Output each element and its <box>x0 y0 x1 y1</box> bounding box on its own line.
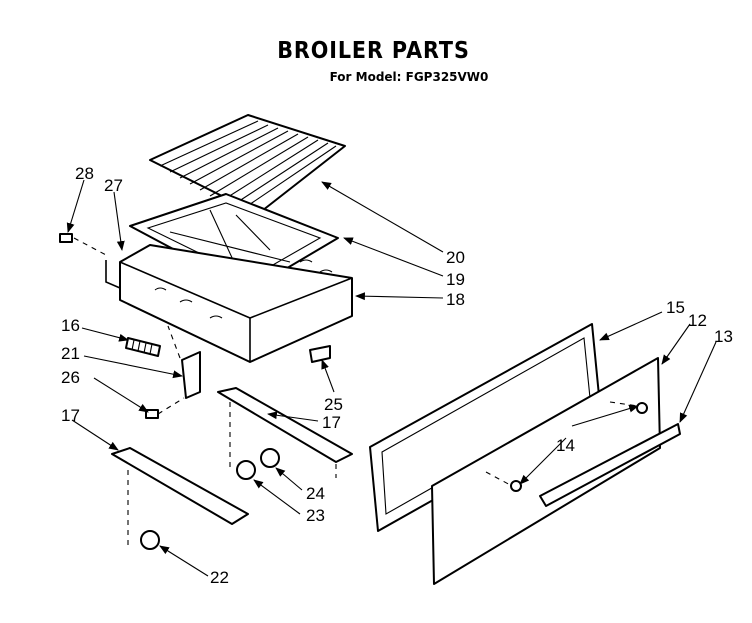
screw-26 <box>145 397 185 419</box>
slide-rail-right <box>217 387 353 478</box>
callout-23: 23 <box>306 506 325 525</box>
latch-21 <box>167 325 201 399</box>
broiler-drawer <box>105 244 353 363</box>
door-outer-panel <box>431 357 661 585</box>
callout-21: 21 <box>61 344 80 363</box>
callout-12: 12 <box>688 311 707 330</box>
slide-rail-left <box>111 447 249 550</box>
callout-24: 24 <box>306 484 325 503</box>
callout-14: 14 <box>556 436 575 455</box>
spring-16 <box>125 337 161 357</box>
leader-lines <box>66 179 717 577</box>
callout-18: 18 <box>446 290 465 309</box>
callout-19: 19 <box>446 270 465 289</box>
callout-15: 15 <box>666 298 685 317</box>
roller-22 <box>140 530 160 550</box>
screw-28 <box>59 233 107 256</box>
callout-20: 20 <box>446 248 465 267</box>
callout-22: 22 <box>210 568 229 587</box>
diagram-title: BROILER PARTS <box>277 38 470 64</box>
diagram-subtitle: For Model: FGP325VW0 <box>329 70 489 84</box>
broiler-pan <box>129 193 339 291</box>
clip-25 <box>309 345 331 363</box>
roller-23-24 <box>236 448 280 480</box>
callout-17-left: 17 <box>61 406 80 425</box>
door-handle <box>539 423 681 507</box>
callout-17-right: 17 <box>322 413 341 432</box>
broiler-grid <box>149 114 346 215</box>
callout-28: 28 <box>75 164 94 183</box>
callout-13: 13 <box>714 327 733 346</box>
callout-16: 16 <box>61 316 80 335</box>
callout-27: 27 <box>104 176 123 195</box>
callout-25: 25 <box>324 395 343 414</box>
callout-26: 26 <box>61 368 80 387</box>
